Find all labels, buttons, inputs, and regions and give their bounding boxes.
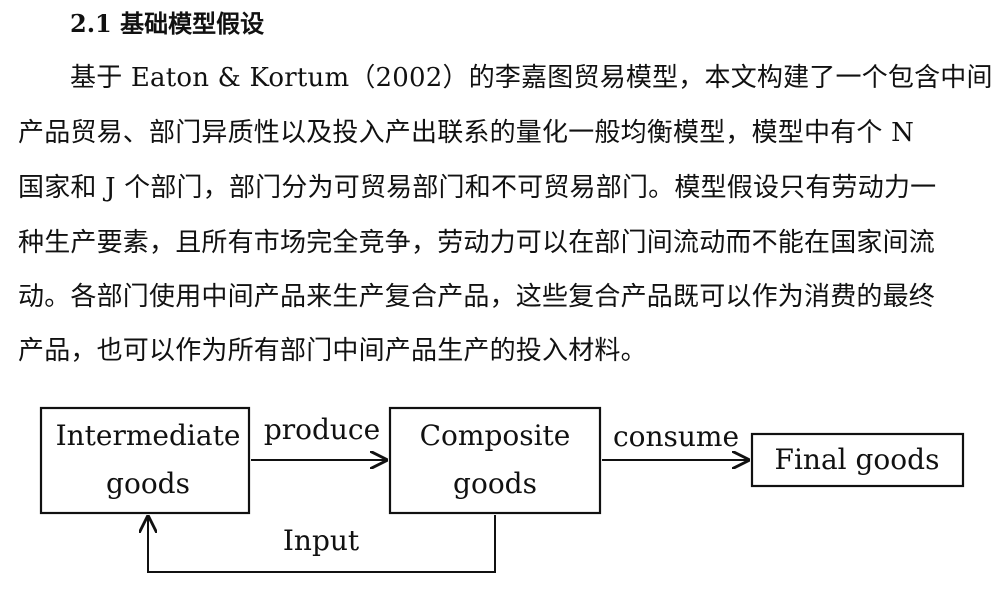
- flow-diagram: Intermediate goods Composite goods Final…: [39, 406, 965, 573]
- consume-label: consume: [613, 420, 739, 453]
- paragraph-line-6: 产品，也可以作为所有部门中间产品生产的投入材料。: [18, 336, 647, 366]
- final-goods-box: [750, 432, 965, 488]
- intermediate-goods-label-line2: goods: [106, 467, 190, 500]
- produce-label: produce: [264, 413, 380, 446]
- input-label: Input: [283, 524, 360, 557]
- paragraph-line-5: 动。各部门使用中间产品来生产复合产品，这些复合产品既可以作为消费的最终: [18, 282, 936, 312]
- composite-goods-label-line2: goods: [453, 467, 537, 500]
- paragraph-line-1: 基于 Eaton & Kortum（2002）的李嘉图贸易模型，本文构建了一个包…: [70, 63, 993, 93]
- section-heading: 2.1 基础模型假设: [70, 9, 265, 38]
- final-goods-label: Final goods: [775, 443, 940, 476]
- input-feedback-arrow: [148, 515, 496, 573]
- composite-goods-box: [388, 406, 602, 515]
- paragraph-line-3: 国家和 J 个部门，部门分为可贸易部门和不可贸易部门。模型假设只有劳动力一: [18, 173, 937, 203]
- composite-goods-label-line1: Composite: [420, 419, 571, 452]
- intermediate-goods-label-line1: Intermediate: [56, 419, 241, 452]
- intermediate-goods-box: [39, 406, 251, 515]
- paragraph-line-4: 种生产要素，且所有市场完全竞争，劳动力可以在部门间流动而不能在国家间流: [18, 228, 936, 258]
- paragraph-line-2: 产品贸易、部门异质性以及投入产出联系的量化一般均衡模型，模型中有个 N: [18, 118, 915, 148]
